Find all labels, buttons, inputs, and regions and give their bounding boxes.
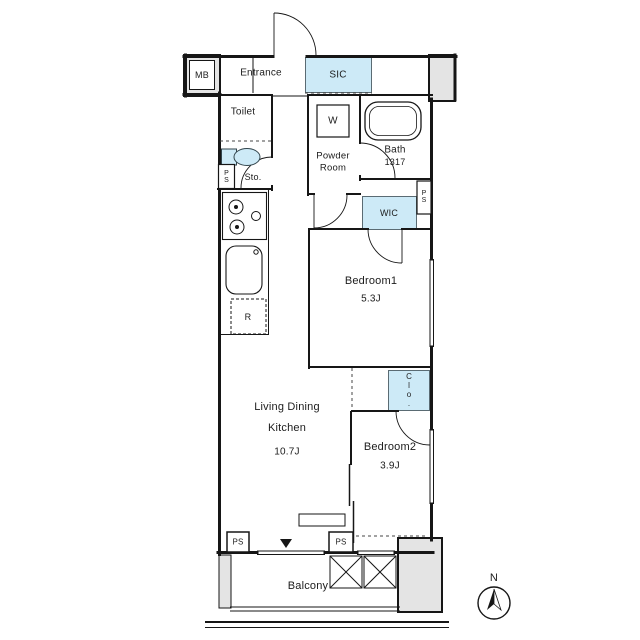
- meter-box-label: MB: [195, 70, 209, 80]
- washer-pan: [316, 104, 350, 138]
- sliding-doors: [348, 464, 355, 543]
- compass-needle-dark: [487, 589, 494, 610]
- toilet-fixture: [221, 148, 261, 166]
- ldk-size-label: 10.7J: [274, 446, 300, 458]
- powder-door-arc: [313, 194, 348, 229]
- pipe-space-box-toilet: [217, 163, 236, 190]
- meter-box: [189, 60, 215, 90]
- pipe-space-label: PS: [335, 537, 347, 547]
- pipe-space-box-bottom-left: [226, 531, 250, 553]
- compass-needle-light: [493, 588, 502, 612]
- bath-size-label: 1317: [384, 157, 406, 167]
- bedroom2-label: Bedroom2: [363, 441, 417, 453]
- door-arcs: [240, 12, 431, 446]
- ldk-counter: [298, 513, 346, 527]
- pipe-space-label: PS: [223, 170, 230, 184]
- powder-room-label-2: Room: [319, 162, 347, 174]
- powder-room-label-1: Powder: [316, 150, 350, 162]
- closet-label: Clo.: [404, 372, 414, 408]
- balcony-left-pier: [218, 554, 232, 609]
- sic-label: SIC: [329, 69, 347, 81]
- bedroom1-door-arc: [367, 228, 403, 264]
- fixtures: [217, 101, 432, 553]
- bottom-right-block: [397, 537, 443, 613]
- wic-area: [362, 196, 417, 230]
- compass: [477, 586, 511, 620]
- windows: [257, 259, 434, 555]
- north-label: N: [489, 572, 499, 584]
- bathtub-inner: [369, 106, 417, 136]
- toilet-bowl: [233, 148, 261, 166]
- thin-lines: [219, 57, 346, 607]
- entrance-label: Entrance: [240, 67, 282, 79]
- balcony-boundary: [205, 606, 449, 628]
- closet-area: [388, 370, 430, 411]
- bedroom1-size-label: 5.3J: [361, 293, 381, 305]
- kitchen-sink-icon: [225, 245, 263, 295]
- ldk-label-1: Living Dining: [254, 401, 320, 413]
- toilet-label: Toilet: [230, 106, 256, 118]
- closet-door-arc: [395, 410, 431, 446]
- balcony-label: Balcony: [287, 580, 329, 592]
- refrigerator-space: [230, 298, 267, 335]
- bath-door-arc: [359, 142, 396, 179]
- burner-icon: [251, 211, 261, 221]
- dashed-lines: [220, 92, 428, 537]
- balcony-equipment: [329, 555, 397, 589]
- refrigerator-label: R: [244, 312, 252, 322]
- wic-label: WIC: [379, 208, 399, 218]
- ldk-label-2: Kitchen: [267, 422, 307, 434]
- pipe-space-box-right: [416, 180, 432, 215]
- pipe-space-label: PS: [420, 190, 428, 204]
- toilet-door-arc: [240, 156, 273, 189]
- drain-marker: [280, 539, 292, 548]
- faucet-icon: [253, 249, 259, 255]
- bedroom2-size-label: 3.9J: [380, 460, 400, 472]
- entrance-door-arc: [273, 12, 317, 56]
- bath-label: Bath: [384, 144, 406, 156]
- pipe-space-box-bottom-mid: [328, 531, 354, 553]
- pipe-space-label: PS: [232, 537, 244, 547]
- bedroom1-label: Bedroom1: [344, 275, 398, 287]
- storage-label: Sto.: [244, 172, 262, 182]
- washer-label: W: [328, 115, 338, 127]
